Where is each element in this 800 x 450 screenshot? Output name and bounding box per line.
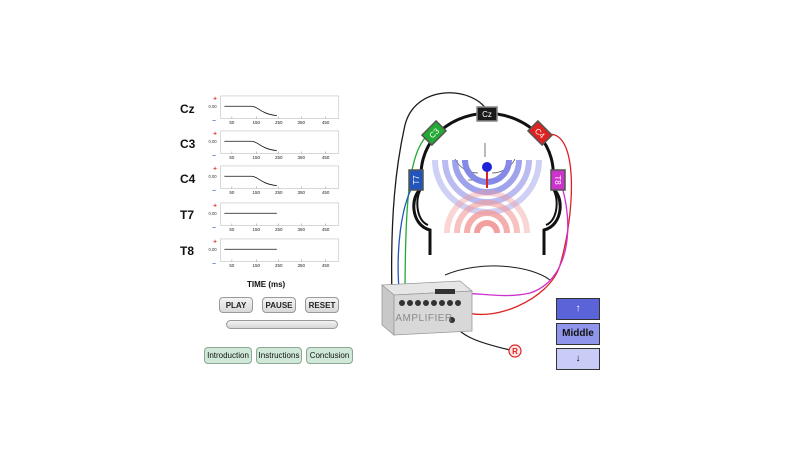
tick-label: 250 [275, 155, 283, 160]
dipole-source [482, 162, 492, 172]
plus-marker: + [213, 203, 217, 210]
wire-t8 [457, 179, 569, 297]
plot-frame [220, 202, 340, 226]
tick-label: 150 [252, 227, 260, 232]
eeg-plot-c4: + – 0.00 50 150 250 350 450 [208, 165, 340, 195]
tick-label: 450 [322, 190, 330, 195]
eeg-plot-t7: + – 0.00 50 150 250 350 450 [208, 202, 340, 232]
minus-marker: – [212, 260, 216, 267]
plus-marker: + [213, 166, 217, 173]
reference-electrode: R [508, 344, 522, 358]
arrow-up-icon: ↑ [575, 303, 581, 314]
amplifier: AMPLIFIER [380, 280, 474, 336]
channel-label-t7: T7 [180, 208, 195, 222]
channel-label-c3: C3 [180, 137, 196, 151]
tick-label: 50 [229, 263, 235, 268]
minus-marker: – [212, 187, 216, 194]
wire-cz [390, 92, 488, 301]
tick-label: 450 [322, 120, 330, 125]
middle-button[interactable]: Middle [556, 323, 600, 345]
tick-label: 350 [297, 263, 305, 268]
eeg-trace [224, 105, 277, 117]
plus-marker: + [213, 239, 217, 246]
minus-marker: – [212, 152, 216, 159]
minus-marker: – [212, 117, 216, 124]
eeg-plot-cz: + – 0.00 50 150 250 350 450 [208, 95, 340, 125]
tick-label: 250 [275, 227, 283, 232]
plot-frame [220, 95, 340, 119]
plot-frame [220, 238, 340, 262]
arrow-down-icon: ↓ [575, 353, 581, 364]
tick-label: 450 [322, 227, 330, 232]
eeg-trace [224, 175, 277, 187]
tick-label: 450 [322, 155, 330, 160]
red-wave-group [444, 190, 530, 234]
plot-frame [220, 165, 340, 189]
amplifier-label: AMPLIFIER [395, 313, 452, 324]
reset-button[interactable]: RESET [305, 297, 339, 313]
zero-label: 0.00 [208, 104, 217, 109]
tick-label: 350 [297, 155, 305, 160]
tick-label: 50 [229, 227, 235, 232]
time-axis-label: TIME (ms) [247, 280, 286, 289]
electrode-c3: C3 [420, 119, 448, 147]
tick-label: 250 [275, 263, 283, 268]
channel-label-c4: C4 [180, 172, 196, 186]
zero-label: 0.00 [208, 211, 217, 216]
move-down-button[interactable]: ↓ [556, 348, 600, 370]
tick-label: 150 [252, 190, 260, 195]
tick-label: 350 [297, 190, 305, 195]
electrode-c4: C4 [526, 119, 554, 147]
pause-button[interactable]: PAUSE [262, 297, 296, 313]
tick-label: 150 [252, 155, 260, 160]
eeg-trace [224, 140, 277, 152]
tick-label: 50 [229, 120, 235, 125]
conclusion-button[interactable]: Conclusion [306, 347, 353, 364]
zero-label: 0.00 [208, 247, 217, 252]
wire-ground [444, 265, 551, 281]
tick-label: 450 [322, 263, 330, 268]
play-button[interactable]: PLAY [219, 297, 253, 313]
plus-marker: + [213, 96, 217, 103]
tick-label: 250 [275, 120, 283, 125]
electrode-t7: T7 [408, 169, 424, 191]
tick-label: 350 [297, 227, 305, 232]
tick-label: 50 [229, 155, 235, 160]
tick-label: 350 [297, 120, 305, 125]
minus-marker: – [212, 224, 216, 231]
introduction-button[interactable]: Introduction [204, 347, 252, 364]
electrode-t8: T8 [550, 169, 566, 191]
zero-label: 0.00 [208, 174, 217, 179]
tick-label: 50 [229, 190, 235, 195]
tick-label: 150 [252, 120, 260, 125]
plot-frame [220, 130, 340, 154]
electrode-label-cz: Cz [482, 110, 492, 119]
instructions-button[interactable]: Instructions [256, 347, 302, 364]
eeg-plot-c3: + – 0.00 50 150 250 350 450 [208, 130, 340, 160]
zero-label: 0.00 [208, 139, 217, 144]
electrode-label-t8: T8 [553, 175, 562, 185]
electrode-cz: Cz [476, 106, 498, 122]
move-up-button[interactable]: ↑ [556, 298, 600, 320]
reference-label: R [512, 347, 518, 356]
eeg-plot-t8: + – 0.00 50 150 250 350 450 [208, 238, 340, 268]
plus-marker: + [213, 131, 217, 138]
channel-label-cz: Cz [180, 102, 195, 116]
tick-label: 150 [252, 263, 260, 268]
channel-label-t8: T8 [180, 244, 195, 258]
tick-label: 250 [275, 190, 283, 195]
electrode-label-t7: T7 [412, 175, 421, 185]
time-slider[interactable] [226, 320, 338, 329]
head-scene: Cz C3 C4 T7 T8 AMPLIFIER R [380, 92, 573, 358]
